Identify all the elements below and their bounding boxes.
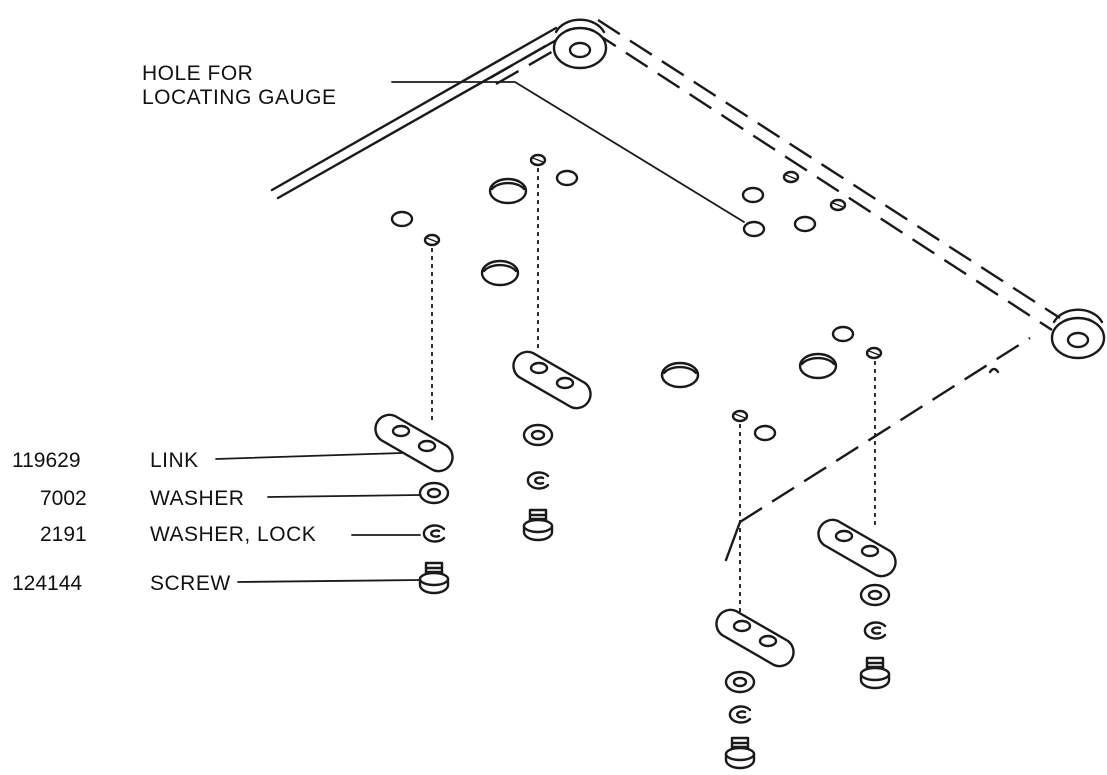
nut-4 — [829, 198, 847, 212]
hole-1 — [390, 210, 414, 228]
nut-2 — [529, 153, 547, 167]
part-number: 119629 — [12, 449, 81, 472]
part-number: 7002 — [40, 487, 87, 510]
hole-4 — [793, 215, 817, 233]
part-number: 124144 — [12, 572, 82, 595]
nut-5 — [865, 346, 883, 360]
stack-3 — [817, 518, 897, 690]
hole-6 — [753, 424, 777, 442]
part-label-washer: 7002 WASHER — [40, 487, 421, 510]
nut-1 — [423, 233, 441, 247]
callout-line-1: HOLE FOR — [142, 62, 253, 85]
part-label-link: 119629 LINK — [12, 449, 403, 472]
part-name: SCREW — [150, 572, 231, 595]
plug-3 — [660, 361, 700, 389]
hole-5 — [831, 325, 855, 343]
corner-boss-right — [1050, 308, 1106, 360]
plug-4 — [798, 352, 838, 380]
part-label-screw: 124144 SCREW — [12, 572, 421, 595]
plate-outline — [270, 18, 1061, 562]
part-number: 2191 — [40, 523, 87, 546]
callout-hole-locating-gauge: HOLE FOR LOCATING GAUGE — [142, 62, 745, 223]
stack-4 — [715, 608, 795, 770]
plug-1 — [488, 177, 528, 205]
callout-line-2: LOCATING GAUGE — [142, 86, 336, 109]
hole-2 — [555, 169, 579, 187]
nut-3 — [782, 170, 800, 184]
nut-6 — [731, 409, 749, 423]
hole-3 — [741, 186, 765, 204]
part-name: WASHER, LOCK — [150, 523, 316, 546]
stack-2 — [512, 350, 592, 542]
part-name: WASHER — [150, 487, 244, 510]
part-label-washer-lock: 2191 WASHER, LOCK — [40, 523, 421, 546]
corner-boss-top — [552, 18, 608, 70]
stack-1 — [374, 413, 454, 595]
hole-locating-gauge — [742, 220, 766, 238]
assembly-centerlines — [431, 168, 876, 612]
plug-2 — [480, 259, 520, 287]
part-name: LINK — [150, 449, 199, 472]
